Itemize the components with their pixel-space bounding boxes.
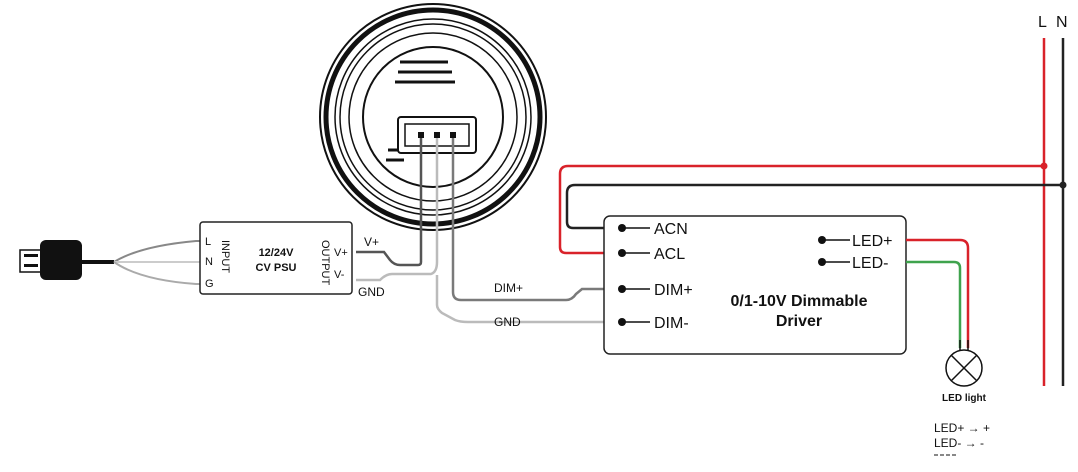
psu-terminal-v-minus: V- xyxy=(334,269,345,281)
driver-terminal-led-minus: LED- xyxy=(852,255,888,272)
psu-terminal-n: N xyxy=(205,256,213,268)
psu-output-label: OUTPUT xyxy=(319,240,331,286)
driver-terminal-led-plus: LED+ xyxy=(852,233,892,250)
v-plus-lead xyxy=(356,138,423,267)
gnd-bottom-lead xyxy=(435,275,622,324)
driver-box: ACN ACL DIM+ DIM- LED+ LED- 0/1-10V Dimm… xyxy=(603,215,907,355)
legend-line-2: LED- → - xyxy=(934,436,984,450)
driver-terminal-acn: ACN xyxy=(654,221,688,238)
psu-terminal-g: G xyxy=(205,278,214,290)
led-plus-wire xyxy=(906,238,970,348)
psu-terminal-l: L xyxy=(205,236,211,248)
polarity-legend: LED+ → + LED- → - xyxy=(934,421,990,456)
wall-controller xyxy=(319,3,547,231)
psu-title-line1: 12/24V xyxy=(259,247,295,259)
acl-wire xyxy=(558,164,1044,255)
wire-label-dim-plus: DIM+ xyxy=(494,281,523,295)
led-minus-wire xyxy=(906,260,962,348)
wire-label-gnd-top: GND xyxy=(358,285,385,299)
mains-lines: L N xyxy=(1038,14,1068,386)
psu-title-line2: CV PSU xyxy=(256,262,297,274)
gnd-top-lead xyxy=(356,138,439,282)
driver-terminal-dim-minus: DIM- xyxy=(654,315,689,332)
driver-title-line1: 0/1-10V Dimmable xyxy=(731,293,868,310)
mains-l-label: L xyxy=(1038,14,1047,31)
wire-label-gnd-bottom: GND xyxy=(494,315,521,329)
dim-plus-lead xyxy=(451,138,622,302)
cable-l xyxy=(113,240,205,263)
driver-terminal-dim-plus: DIM+ xyxy=(654,282,693,299)
power-plug xyxy=(19,240,82,280)
mains-n-label: N xyxy=(1056,14,1068,31)
acn-wire xyxy=(565,183,1063,230)
lamp-label: LED light xyxy=(942,393,987,404)
driver-terminal-acl: ACL xyxy=(654,246,685,263)
wire-label-v-plus: V+ xyxy=(364,235,379,249)
psu-input-label: INPUT xyxy=(219,240,231,273)
driver-title-line2: Driver xyxy=(776,313,822,330)
legend-line-1: LED+ → + xyxy=(934,421,990,435)
psu-box: L N G INPUT 12/24V CV PSU OUTPUT V+ V- xyxy=(199,221,353,295)
cable-g xyxy=(113,261,205,285)
led-lamp-icon xyxy=(945,349,983,387)
psu-terminal-v-plus: V+ xyxy=(334,247,348,259)
